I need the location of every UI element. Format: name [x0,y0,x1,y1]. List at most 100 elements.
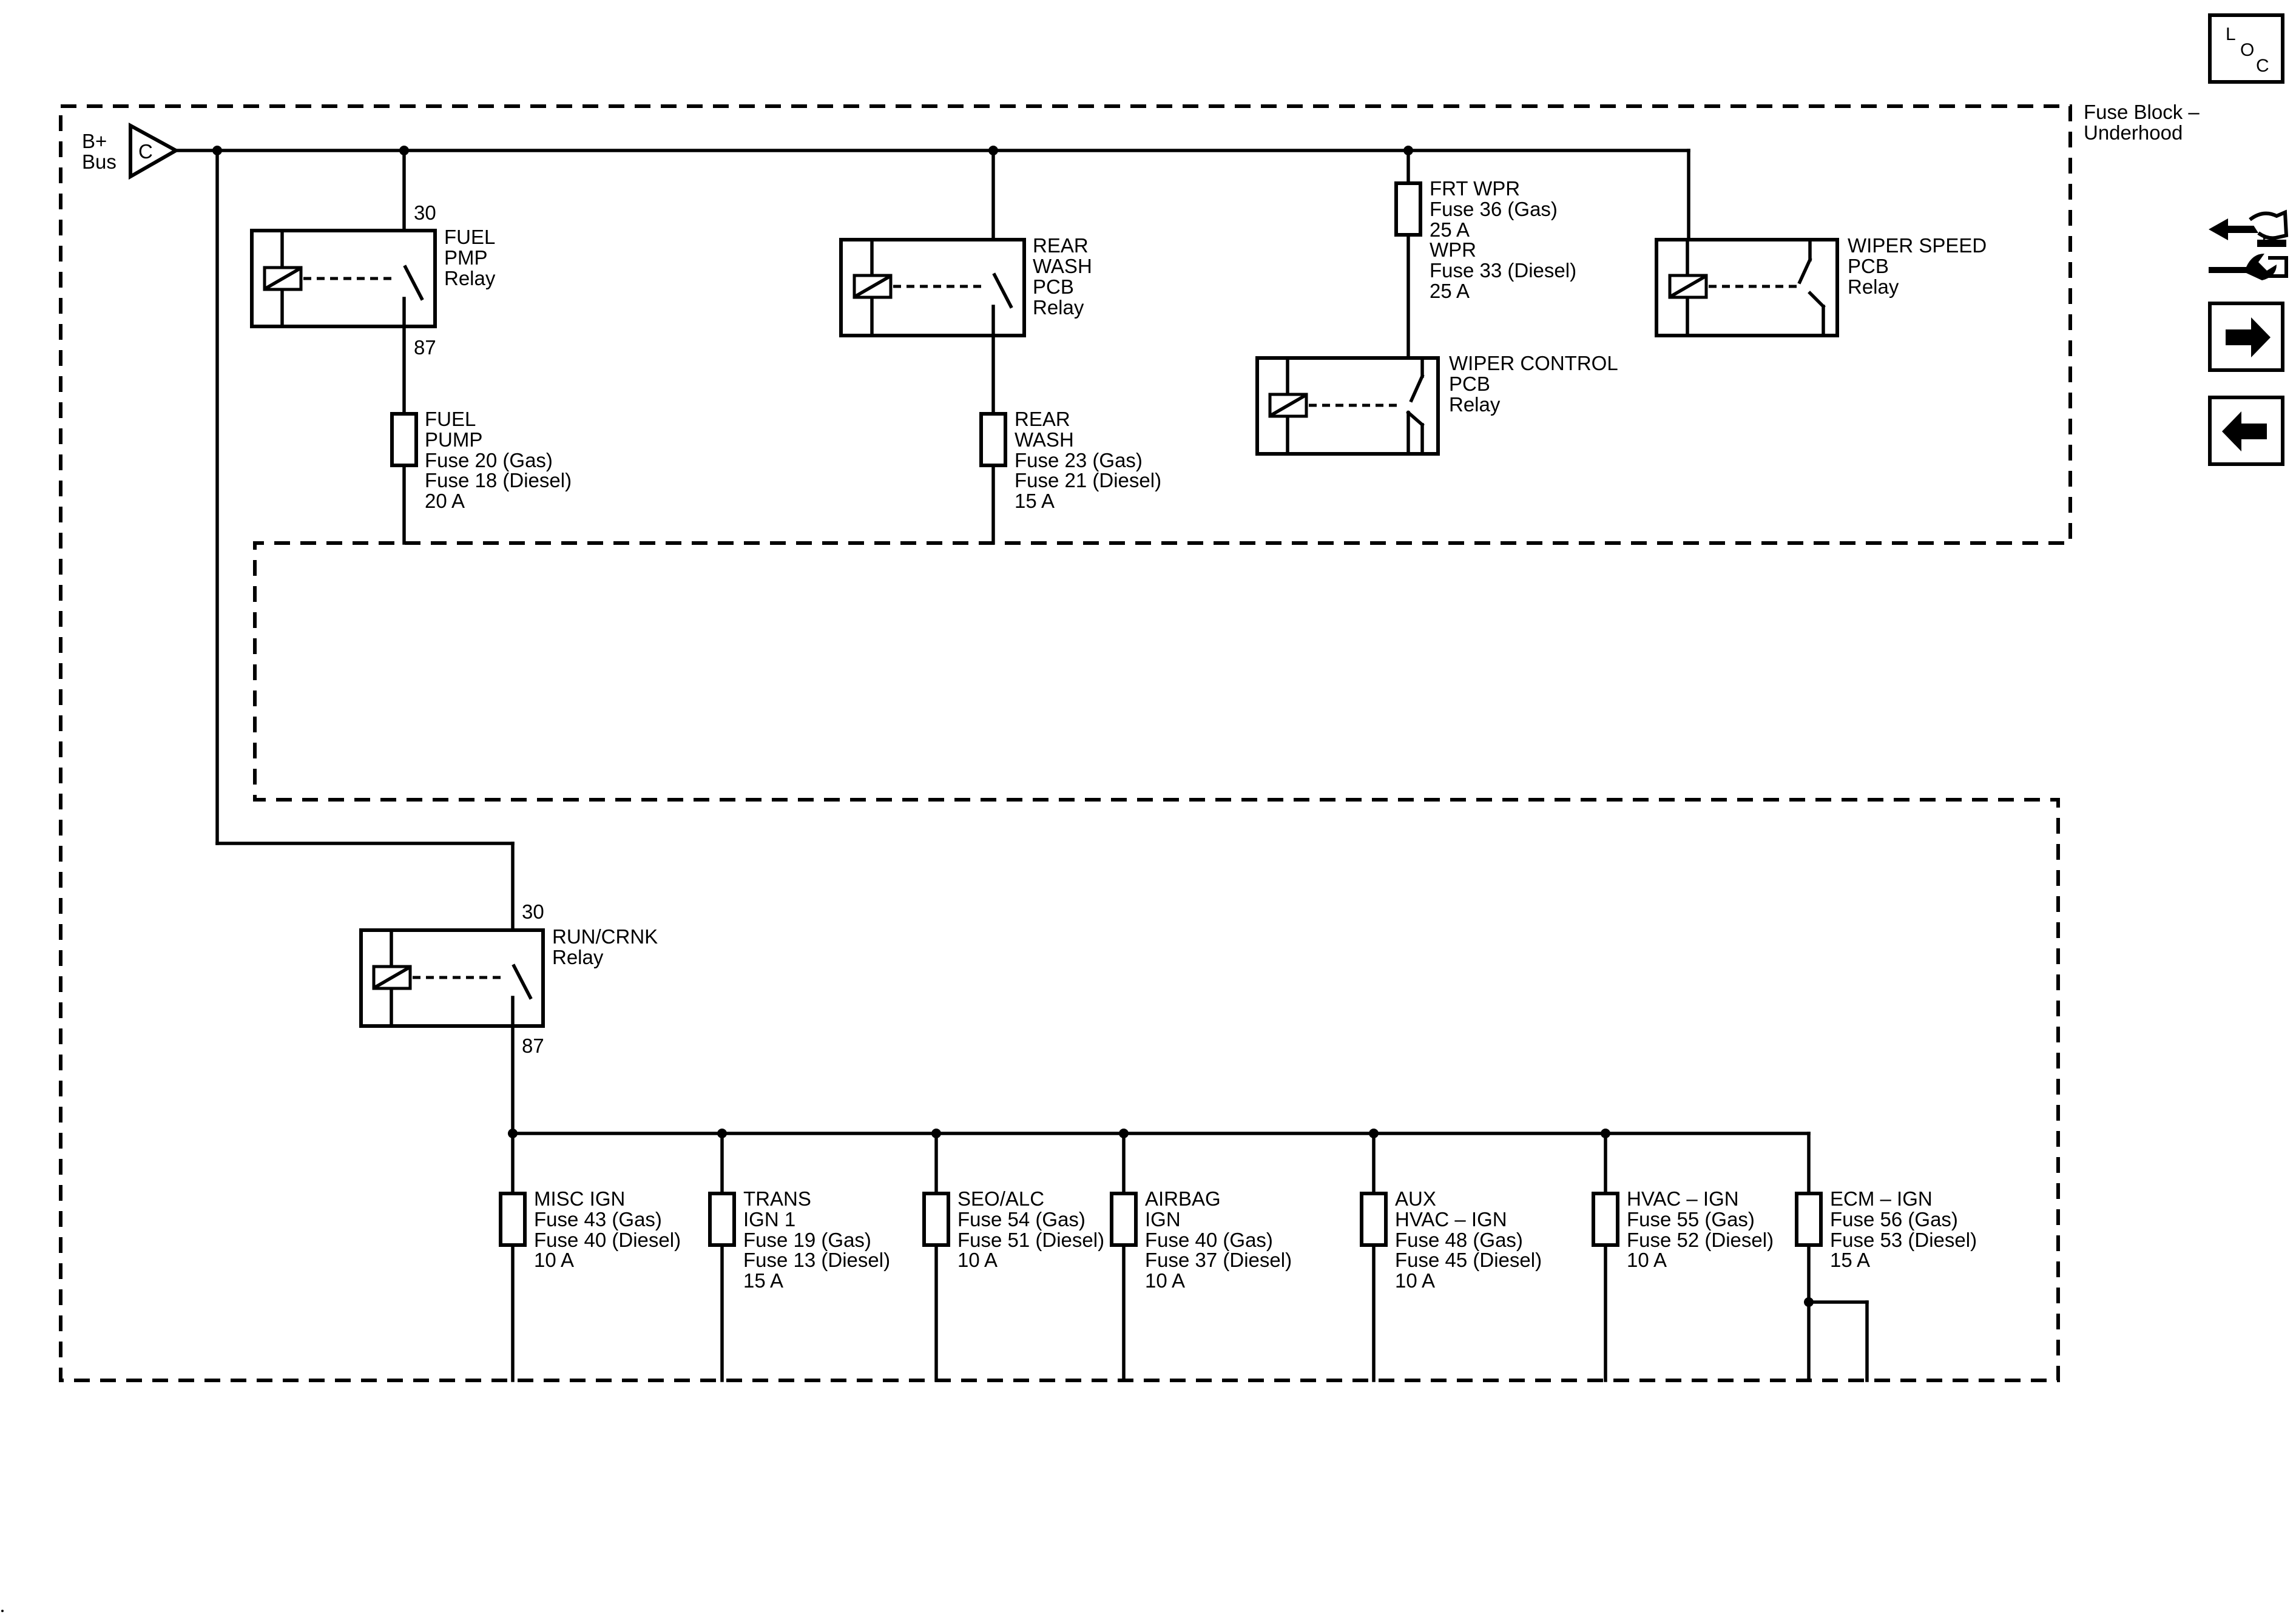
trans-ign-label-3: Fuse 19 (Gas) [743,1229,871,1251]
wiper-speed-relay: WIPER SPEED PCB Relay [1655,234,1987,337]
ecm-ign-label-1: ECM – IGN [1830,1187,1933,1210]
airbag-ign-label-5: 10 A [1145,1269,1185,1292]
wiper-speed-label-3: Relay [1848,275,1899,298]
airbag-ign-label-2: IGN [1145,1208,1181,1230]
source-connector-label: C [138,140,153,163]
loc-letter-o: O [2240,40,2254,60]
misc-ign-label-3: Fuse 40 (Diesel) [534,1229,681,1251]
b-plus-bus [174,146,1690,241]
fuse-block-label-line2: Underhood [2084,121,2183,144]
wiper-control-label-3: Relay [1449,393,1501,416]
rear-wash-relay-label-4: Relay [1033,296,1084,319]
arrow-right-icon [2226,317,2271,357]
wiper-control-label-2: PCB [1449,373,1490,395]
rear-wash-fuse-label-4: Fuse 21 (Diesel) [1015,469,1161,491]
trans-ign-label-4: Fuse 13 (Diesel) [743,1249,890,1271]
rear-wash-fuse-label-2: WASH [1015,428,1074,451]
fuel-pump-fuse-label-3: Fuse 20 (Gas) [425,449,553,471]
airbag-ign-label-3: Fuse 40 (Gas) [1145,1229,1273,1251]
arrow-left-icon [2222,411,2267,451]
fuse-block-boundary [59,104,2072,1382]
airbag-ign-fuse: AIRBAG IGN Fuse 40 (Gas) Fuse 37 (Diesel… [1110,1132,1292,1382]
wiper-speed-label-2: PCB [1848,255,1889,277]
rear-wash-relay-label-1: REAR [1033,234,1089,257]
loc-button[interactable]: L O C [2208,13,2284,84]
ecm-ign-label-3: Fuse 53 (Diesel) [1830,1229,1977,1251]
run-crnk-feed [215,149,515,932]
loc-letter-l: L [2226,24,2236,44]
aux-hvac-label-5: 10 A [1395,1269,1435,1292]
trans-ign-label-2: IGN 1 [743,1208,795,1230]
airbag-ign-label-1: AIRBAG [1145,1187,1221,1210]
fuel-pump-fuse-label-2: PUMP [425,428,482,451]
run-crnk-label-1: RUN/CRNK [552,925,658,948]
corner-mark [1,1610,4,1612]
fuel-pmp-pin-87: 87 [414,336,436,359]
loc-letter-c: C [2256,56,2269,76]
rear-wash-relay-label-3: PCB [1033,275,1074,298]
rear-wash-fuse-label-5: 15 A [1015,490,1055,512]
seo-alc-label-1: SEO/ALC [957,1187,1044,1210]
wiper-speed-label-1: WIPER SPEED [1848,234,1987,257]
frt-wpr-fuse-label-1: FRT WPR [1430,177,1520,200]
ecm-ign-fuse: ECM – IGN Fuse 56 (Gas) Fuse 53 (Diesel)… [1795,1132,1977,1382]
run-crnk-pin-30: 30 [522,900,544,923]
aux-hvac-label-1: AUX [1395,1187,1436,1210]
seo-alc-fuse: SEO/ALC Fuse 54 (Gas) Fuse 51 (Diesel) 1… [922,1132,1104,1382]
rear-wash-fuse-label-3: Fuse 23 (Gas) [1015,449,1143,471]
prev-page-button[interactable] [2208,396,2284,466]
hvac-ign-fuse: HVAC – IGN Fuse 55 (Gas) Fuse 52 (Diesel… [1592,1132,1774,1382]
fuel-pmp-pin-30: 30 [414,201,436,224]
wiper-control-relay: WIPER CONTROL PCB Relay [1255,352,1618,456]
ignition-bus [508,1129,1811,1138]
rear-wash-fuse: REAR WASH Fuse 23 (Gas) Fuse 21 (Diesel)… [979,408,1161,512]
fuel-pmp-label-2: PMP [444,246,488,269]
aux-hvac-ign-fuse: AUX HVAC – IGN Fuse 48 (Gas) Fuse 45 (Di… [1360,1132,1542,1382]
wiper-control-label-1: WIPER CONTROL [1449,352,1618,374]
rear-wash-fuse-label-1: REAR [1015,408,1070,430]
fuel-pmp-relay: 30 87 FUEL PMP Relay [250,149,496,545]
hvac-ign-label-4: 10 A [1627,1249,1667,1271]
fuse-block-label-line1: Fuse Block – [2084,101,2200,123]
aux-hvac-label-2: HVAC – IGN [1395,1208,1507,1230]
ecm-ign-label-2: Fuse 56 (Gas) [1830,1208,1958,1230]
aux-hvac-label-3: Fuse 48 (Gas) [1395,1229,1523,1251]
fuel-pump-fuse-label-4: Fuse 18 (Diesel) [425,469,572,491]
rear-wash-relay-label-2: WASH [1033,255,1092,277]
misc-ign-label-1: MISC IGN [534,1187,625,1210]
aux-hvac-label-4: Fuse 45 (Diesel) [1395,1249,1542,1271]
seo-alc-label-2: Fuse 54 (Gas) [957,1208,1086,1230]
misc-ign-fuse: MISC IGN Fuse 43 (Gas) Fuse 40 (Diesel) … [499,1132,681,1382]
misc-ign-label-4: 10 A [534,1249,574,1271]
run-crnk-label-2: Relay [552,946,604,968]
hvac-ign-label-1: HVAC – IGN [1627,1187,1739,1210]
trans-ign-label-1: TRANS [743,1187,811,1210]
hvac-ign-label-3: Fuse 52 (Diesel) [1627,1229,1774,1251]
connector-tools-icon[interactable] [2209,209,2289,280]
trans-ign-label-5: 15 A [743,1269,783,1292]
frt-wpr-fuse-label-6: 25 A [1430,280,1470,302]
source-label-line2: Bus [82,150,116,173]
frt-wpr-fuse-label-2: Fuse 36 (Gas) [1430,198,1558,220]
frt-wpr-fuse-label-3: 25 A [1430,218,1470,241]
seo-alc-label-3: Fuse 51 (Diesel) [957,1229,1104,1251]
ecm-ign-label-4: 15 A [1830,1249,1870,1271]
fuel-pump-fuse: FUEL PUMP Fuse 20 (Gas) Fuse 18 (Diesel)… [390,408,572,512]
airbag-ign-label-4: Fuse 37 (Diesel) [1145,1249,1292,1271]
source-connector-triangle [129,122,180,180]
frt-wpr-fuse: FRT WPR Fuse 36 (Gas) 25 A WPR Fuse 33 (… [1394,149,1576,360]
hvac-ign-label-2: Fuse 55 (Gas) [1627,1208,1755,1230]
seo-alc-label-4: 10 A [957,1249,998,1271]
run-crnk-relay: 30 87 RUN/CRNK Relay [359,900,658,1135]
fuel-pmp-label-3: Relay [444,267,496,289]
next-page-button[interactable] [2208,302,2284,372]
fuel-pump-fuse-label-5: 20 A [425,490,465,512]
misc-ign-label-2: Fuse 43 (Gas) [534,1208,662,1230]
frt-wpr-fuse-label-5: Fuse 33 (Diesel) [1430,259,1576,282]
fuel-pmp-label-1: FUEL [444,226,495,248]
run-crnk-pin-87: 87 [522,1035,544,1057]
fuel-pump-fuse-label-1: FUEL [425,408,476,430]
trans-ign-fuse: TRANS IGN 1 Fuse 19 (Gas) Fuse 13 (Diese… [708,1132,890,1382]
source-label-line1: B+ [82,130,107,152]
